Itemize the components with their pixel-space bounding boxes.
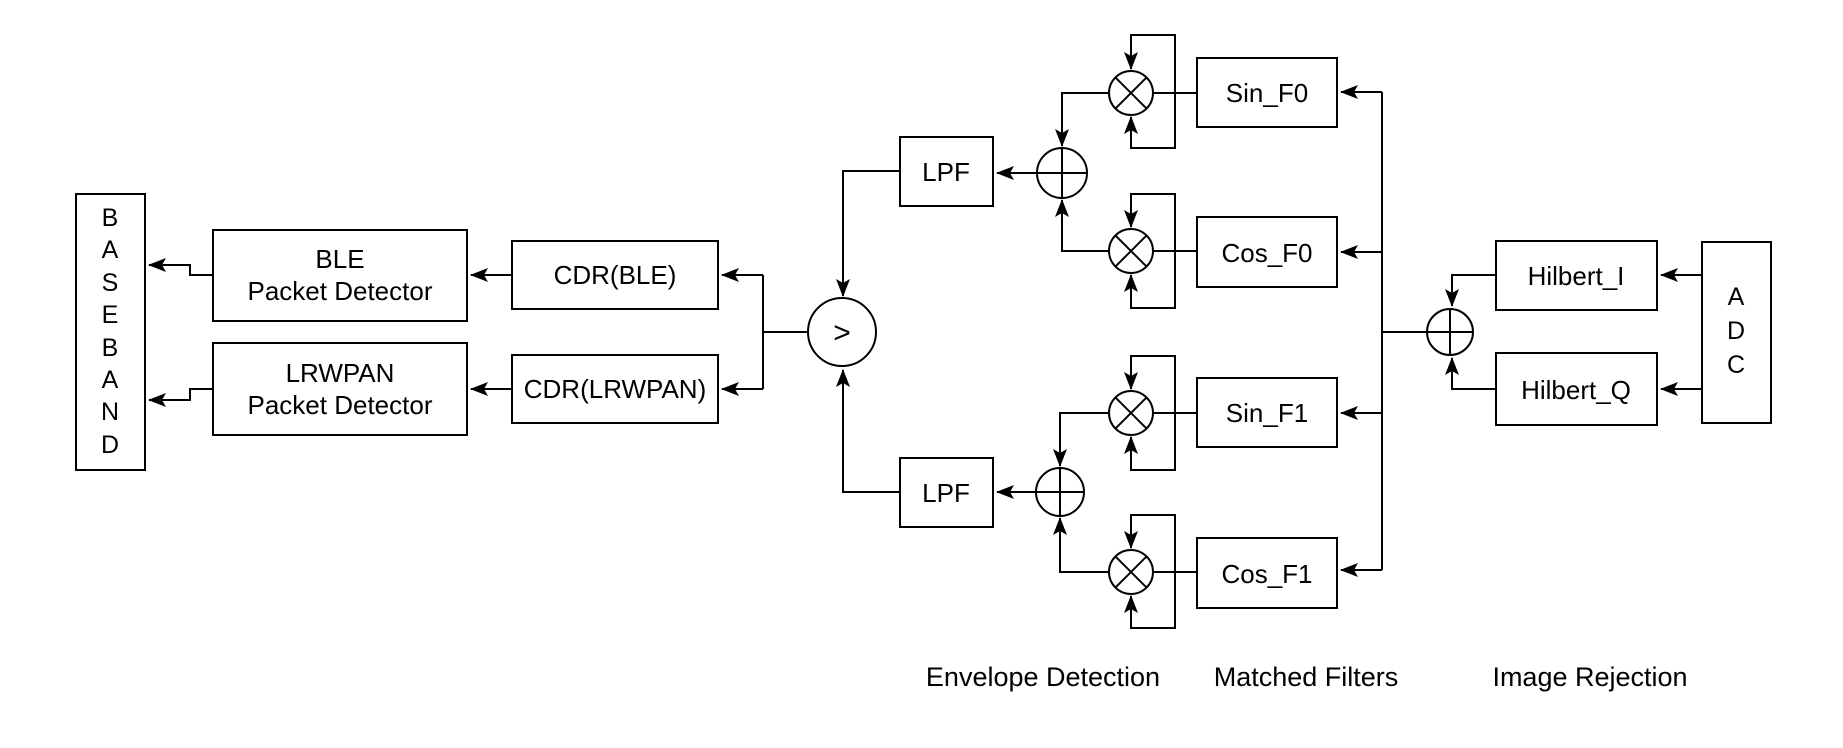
cdr-lrwpan-block: CDR(LRWPAN) <box>511 354 719 424</box>
comparator-symbol: > <box>807 297 877 367</box>
multiplier-cross <box>1114 234 1148 268</box>
loop-cosf0-bottom <box>1124 251 1176 309</box>
edge-multsinf0-to-addertop <box>1055 92 1109 147</box>
multiplier-cosf1-icon <box>1108 549 1154 595</box>
lrwpan-packet-detector-box <box>212 342 468 436</box>
baseband-letter: D <box>101 431 119 459</box>
adc-block: A D C <box>1701 241 1772 424</box>
lrwpan-packet-detector-label-line2: Packet Detector <box>248 390 433 420</box>
caption-matched-filters: Matched Filters <box>1214 662 1399 692</box>
ble-packet-detector-box <box>212 229 468 322</box>
cos-f0-block: Cos_F0 <box>1196 216 1338 288</box>
sin-f0-label: Sin_F0 <box>1226 78 1308 108</box>
baseband-block: B A S E B A N D <box>75 193 146 471</box>
adder-envelope-top-icon <box>1036 147 1088 199</box>
multiplier-sinf0-icon <box>1108 70 1154 116</box>
edge-hilberti-to-adderimg <box>1445 274 1496 307</box>
loop-cosf1-top <box>1124 514 1176 572</box>
baseband-letter: A <box>102 236 119 264</box>
adder-plus <box>1037 148 1087 198</box>
lpf-top-block: LPF <box>899 136 994 207</box>
lpf-bottom-block: LPF <box>899 457 994 528</box>
edge-hilbertq-to-adderimg <box>1445 357 1496 390</box>
baseband-letter: E <box>102 301 119 329</box>
edge-multsinf1-to-adderbot <box>1053 412 1109 467</box>
wires <box>148 34 1702 629</box>
lrwpan-packet-detector-label-line1: LRWPAN <box>286 358 395 388</box>
loop-sinf0-top <box>1124 34 1176 93</box>
lpf-bottom-label: LPF <box>922 478 970 508</box>
hilbert-i-box <box>1495 240 1658 311</box>
loop-cosf1-bottom <box>1124 572 1176 629</box>
comparator-gt-glyph: > <box>833 317 851 350</box>
lpf-bottom-box <box>899 457 994 528</box>
baseband-letter: A <box>102 366 119 394</box>
ble-packet-detector-label-line1: BLE <box>315 244 364 274</box>
adc-letter: C <box>1727 351 1745 379</box>
edge-lrwpan-to-baseband <box>148 388 213 407</box>
adder-envelope-bottom-icon <box>1035 467 1085 517</box>
hilbert-q-block: Hilbert_Q <box>1495 352 1658 426</box>
captions: Envelope Detection Matched Filters Image… <box>926 662 1688 692</box>
caption-envelope-detection: Envelope Detection <box>926 662 1160 692</box>
sin-f1-label: Sin_F1 <box>1226 398 1308 428</box>
baseband-letter: N <box>101 398 119 426</box>
cos-f1-label: Cos_F1 <box>1221 559 1312 589</box>
adder-plus <box>1036 468 1084 516</box>
cos-f0-label: Cos_F0 <box>1221 238 1312 268</box>
multiplier-cross <box>1114 396 1148 430</box>
sin-f1-box <box>1196 377 1338 448</box>
cdr-lrwpan-label: CDR(LRWPAN) <box>524 374 706 404</box>
loop-sinf0-bottom <box>1124 93 1176 149</box>
cdr-ble-box <box>511 240 719 310</box>
hilbert-i-label: Hilbert_I <box>1528 261 1625 291</box>
baseband-box <box>75 193 146 471</box>
multiplier-cross <box>1114 76 1148 110</box>
loop-sinf1-bottom <box>1124 413 1176 471</box>
ble-packet-detector-block: BLE Packet Detector <box>212 229 468 322</box>
multiplier-cross <box>1114 555 1148 589</box>
edge-multcosf1-to-adderbot <box>1053 517 1109 573</box>
adder-plus <box>1427 309 1473 355</box>
lrwpan-packet-detector-block: LRWPAN Packet Detector <box>212 342 468 436</box>
sin-f1-block: Sin_F1 <box>1196 377 1338 448</box>
edge-multcosf0-to-addertop <box>1055 199 1109 252</box>
adc-box <box>1701 241 1772 424</box>
adder-image-rejection-icon <box>1426 308 1474 356</box>
multiplier-sinf1-icon <box>1108 390 1154 436</box>
sin-f0-box <box>1196 57 1338 128</box>
adc-letter: D <box>1727 317 1745 345</box>
cdr-ble-label: CDR(BLE) <box>554 260 677 290</box>
comparator-circle <box>807 297 877 367</box>
loop-sinf1-top <box>1124 355 1176 413</box>
hilbert-q-label: Hilbert_Q <box>1521 375 1631 405</box>
hilbert-i-block: Hilbert_I <box>1495 240 1658 311</box>
loop-cosf0-top <box>1124 193 1176 251</box>
baseband-letter: B <box>102 204 119 232</box>
multiplier-cosf0-icon <box>1108 228 1154 274</box>
cdr-ble-block: CDR(BLE) <box>511 240 719 310</box>
lpf-top-box <box>899 136 994 207</box>
cos-f1-block: Cos_F1 <box>1196 537 1338 609</box>
cos-f0-box <box>1196 216 1338 288</box>
baseband-letter: B <box>102 334 119 362</box>
lpf-top-label: LPF <box>922 157 970 187</box>
cdr-lrwpan-box <box>511 354 719 424</box>
ble-packet-detector-label-line2: Packet Detector <box>248 276 433 306</box>
caption-image-rejection: Image Rejection <box>1492 662 1687 692</box>
cos-f1-box <box>1196 537 1338 609</box>
edge-lpfbot-to-comparator <box>836 369 900 493</box>
baseband-letter: S <box>102 269 119 297</box>
edge-lpftop-to-comparator <box>836 170 900 297</box>
sin-f0-block: Sin_F0 <box>1196 57 1338 128</box>
edge-ble-to-baseband <box>148 258 213 276</box>
adc-letter: A <box>1728 283 1745 311</box>
hilbert-q-box <box>1495 352 1658 426</box>
